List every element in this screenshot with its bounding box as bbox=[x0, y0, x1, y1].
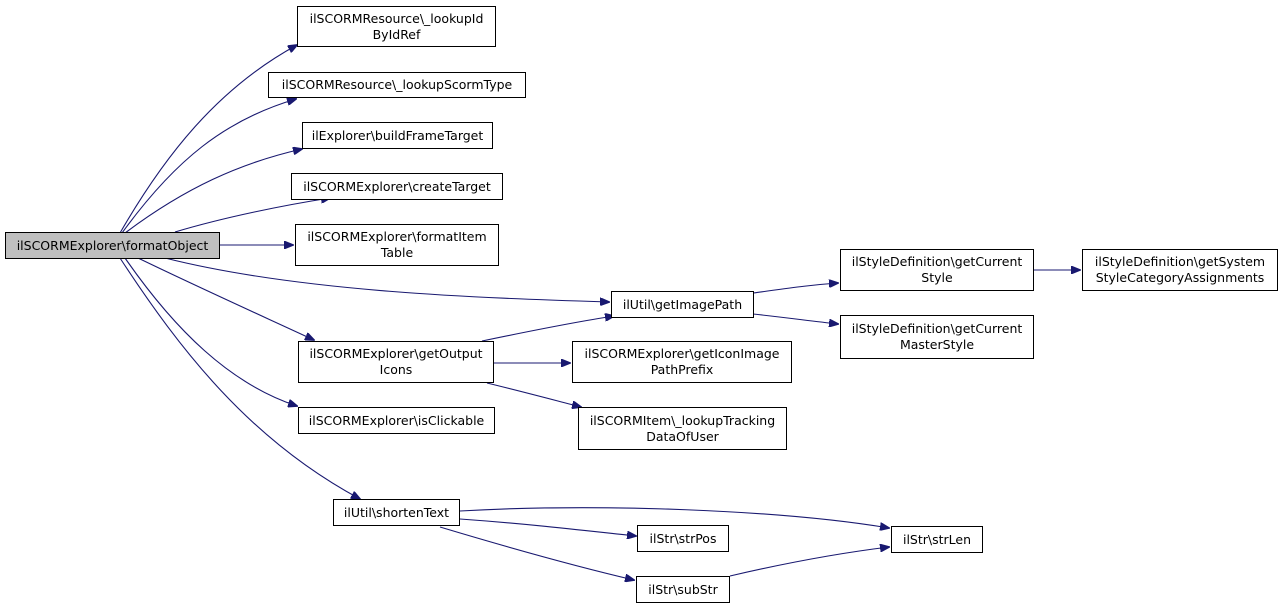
node-label-line: DataOfUser bbox=[646, 428, 719, 444]
node-label-line: MasterStyle bbox=[899, 337, 975, 352]
edge-root-build-frame bbox=[124, 149, 302, 234]
node-ilscormexplorer-formatobject: ilSCORMExplorer\formatObject bbox=[5, 232, 220, 259]
edge-root-lookup-id bbox=[119, 45, 297, 234]
node-label-line: ilUtil\shortenText bbox=[343, 504, 450, 520]
edge-root-shorten-text bbox=[119, 257, 360, 499]
node-label-line: ByIdRef bbox=[372, 26, 421, 42]
node-ilscormexplorer-createtarget[interactable]: ilSCORMExplorer\createTarget bbox=[291, 173, 503, 200]
node-ilstyledefinition-getcurrentmasterstyle[interactable]: ilStyleDefinition\getCurrent MasterStyle bbox=[840, 315, 1034, 359]
edge-get-output-icons-get-image-path bbox=[481, 316, 614, 342]
node-label-line: Style bbox=[921, 270, 953, 285]
node-label-line: ilSCORMItem\_lookupTracking bbox=[589, 412, 776, 428]
edge-shorten-text-str-len bbox=[459, 507, 889, 528]
node-label-line: ilSCORMExplorer\getOutput bbox=[309, 346, 483, 361]
node-label-line: Icons bbox=[379, 362, 413, 377]
node-ilutil-shortentext[interactable]: ilUtil\shortenText bbox=[333, 499, 460, 526]
node-ilscormresource-lookupscormtype[interactable]: ilSCORMResource\_lookupScormType bbox=[268, 72, 526, 98]
node-ilscormitem-lookuptrackingdataofuser[interactable]: ilSCORMItem\_lookupTracking DataOfUser bbox=[578, 407, 787, 450]
node-ilscormexplorer-formatitemtable[interactable]: ilSCORMExplorer\formatItem Table bbox=[295, 224, 499, 266]
node-label-line: ilSCORMResource\_lookupScormType bbox=[281, 77, 513, 92]
node-label-line: StyleCategoryAssignments bbox=[1095, 270, 1265, 285]
node-label-line: ilSCORMExplorer\getIconImage bbox=[584, 346, 780, 361]
node-label-line: ilSCORMExplorer\isClickable bbox=[308, 412, 485, 428]
edge-root-get-image-path bbox=[164, 257, 609, 302]
edge-shorten-text-str-pos bbox=[459, 518, 636, 536]
node-ilstyledefinition-getcurrentstyle[interactable]: ilStyleDefinition\getCurrent Style bbox=[840, 249, 1034, 291]
edge-sub-str-str-len bbox=[729, 547, 889, 577]
edge-root-lookup-type bbox=[121, 99, 296, 234]
node-ilstr-strlen[interactable]: ilStr\strLen bbox=[891, 526, 983, 553]
node-ilstr-strpos[interactable]: ilStr\strPos bbox=[637, 525, 729, 552]
node-label-line: PathPrefix bbox=[650, 362, 714, 377]
node-label-line: ilExplorer\buildFrameTarget bbox=[311, 127, 484, 143]
node-ilscormexplorer-getoutputicons[interactable]: ilSCORMExplorer\getOutput Icons bbox=[298, 341, 494, 383]
edge-root-create-target bbox=[174, 198, 330, 233]
node-label-line: ilStyleDefinition\getCurrent bbox=[851, 321, 1023, 336]
node-label-line: ilSCORMResource\_lookupId bbox=[309, 10, 484, 26]
node-ilscormresource-lookupidbyidref[interactable]: ilSCORMResource\_lookupId ByIdRef bbox=[297, 6, 496, 47]
edge-root-get-output-icons bbox=[137, 257, 314, 340]
node-ilscormexplorer-isclickable[interactable]: ilSCORMExplorer\isClickable bbox=[298, 407, 495, 434]
node-label-line: ilSCORMExplorer\createTarget bbox=[303, 178, 491, 194]
node-ilstr-substr[interactable]: ilStr\subStr bbox=[636, 576, 730, 603]
node-ilutil-getimagepath[interactable]: ilUtil\getImagePath bbox=[611, 291, 754, 318]
edge-get-output-icons-lookup-tracking bbox=[486, 382, 581, 407]
node-label-line: ilStr\strLen bbox=[902, 531, 972, 547]
edge-get-image-path-get-current-master bbox=[752, 313, 838, 324]
node-label-line: ilStr\strPos bbox=[649, 530, 717, 546]
node-label-line: ilUtil\getImagePath bbox=[622, 296, 743, 312]
node-ilexplorer-buildframetarget[interactable]: ilExplorer\buildFrameTarget bbox=[302, 122, 493, 149]
node-label-line: ilStr\subStr bbox=[648, 581, 718, 597]
node-label-line: ilSCORMExplorer\formatObject bbox=[16, 237, 209, 253]
node-label-line: Table bbox=[380, 245, 414, 260]
node-ilscormexplorer-geticonimagepathprefix[interactable]: ilSCORMExplorer\getIconImage PathPrefix bbox=[572, 341, 792, 383]
edge-shorten-text-sub-str bbox=[439, 526, 634, 580]
node-label-line: ilSCORMExplorer\formatItem bbox=[307, 229, 487, 244]
node-label-line: ilStyleDefinition\getCurrent bbox=[851, 254, 1023, 269]
edge-get-image-path-get-current-style bbox=[752, 283, 838, 294]
edge-root-is-clickable bbox=[124, 257, 297, 406]
node-ilstyledefinition-getsystemstylecategoryassignments[interactable]: ilStyleDefinition\getSystem StyleCategor… bbox=[1082, 249, 1278, 291]
node-label-line: ilStyleDefinition\getSystem bbox=[1094, 254, 1266, 269]
